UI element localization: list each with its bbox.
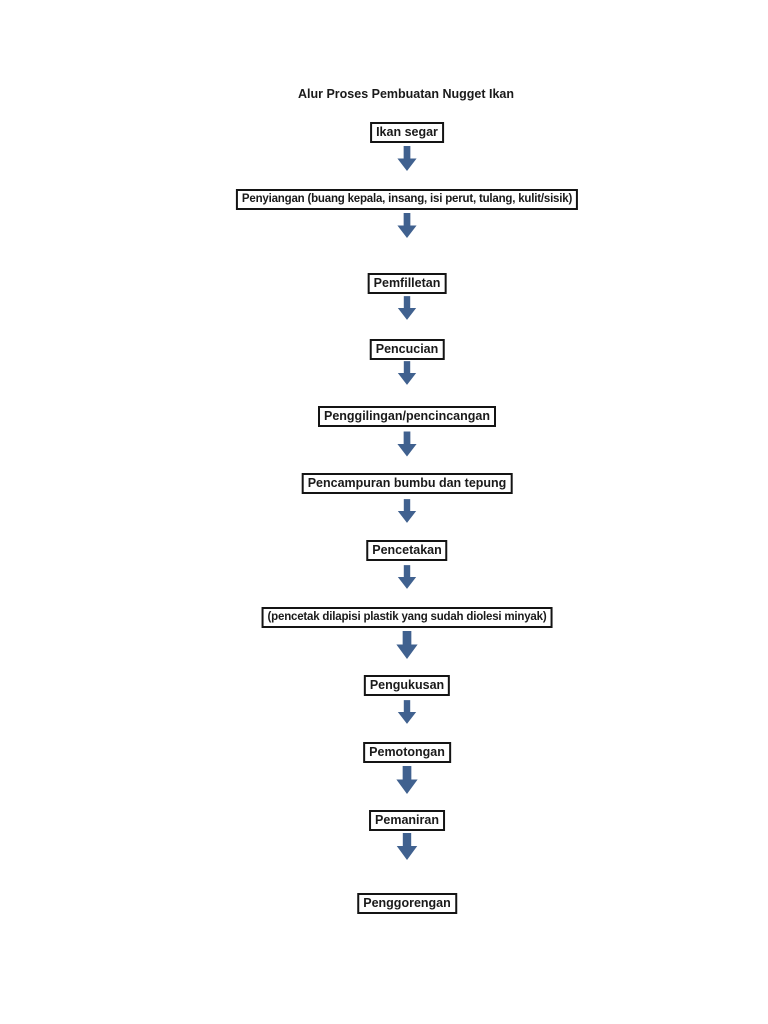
flow-step-pencampuran: Pencampuran bumbu dan tepung — [301, 473, 513, 494]
down-arrow-icon — [397, 700, 417, 724]
down-arrow-icon — [397, 431, 417, 457]
flow-step-pemfilletan: Pemfilletan — [367, 273, 447, 294]
down-arrow-icon — [397, 361, 417, 385]
flow-step-pengukusan: Pengukusan — [363, 675, 451, 696]
flow-step-pencucian: Pencucian — [369, 339, 445, 360]
down-arrow-icon — [397, 213, 417, 238]
flow-step-pemotongan: Pemotongan — [363, 742, 451, 763]
flow-step-penggorengan: Penggorengan — [357, 893, 457, 914]
down-arrow-icon — [396, 631, 418, 659]
flow-step-pemaniran: Pemaniran — [369, 810, 445, 831]
flow-step-pencetakan: Pencetakan — [366, 540, 448, 561]
flow-step-penggilingan: Penggilingan/pencincangan — [318, 406, 496, 427]
down-arrow-icon — [396, 833, 418, 860]
down-arrow-icon — [397, 499, 417, 523]
down-arrow-icon — [397, 146, 417, 171]
down-arrow-icon — [397, 296, 417, 320]
page-title: Alur Proses Pembuatan Nugget Ikan — [297, 87, 515, 101]
flow-step-ikan-segar: Ikan segar — [370, 122, 444, 143]
flow-step-pencetak-dilapisi: (pencetak dilapisi plastik yang sudah di… — [261, 607, 553, 628]
down-arrow-icon — [397, 565, 417, 589]
flow-step-penyiangan: Penyiangan (buang kepala, insang, isi pe… — [235, 189, 579, 210]
down-arrow-icon — [396, 766, 418, 794]
